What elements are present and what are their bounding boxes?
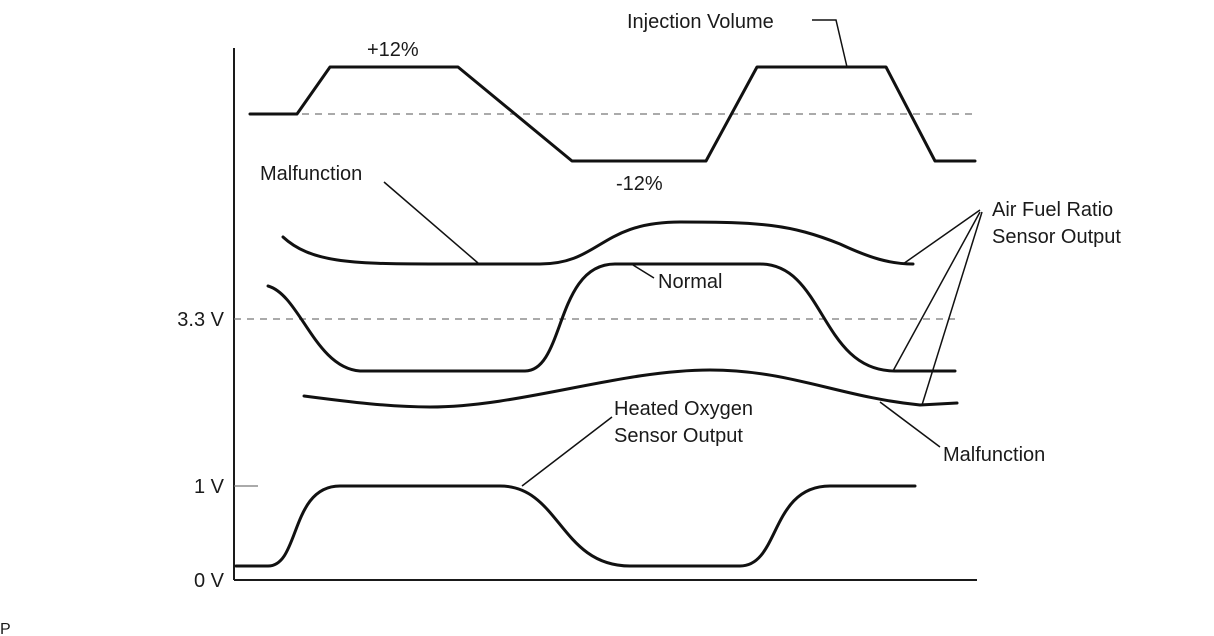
leader-afr-1 — [902, 209, 981, 265]
label-afr-line1: Air Fuel Ratio — [992, 199, 1113, 221]
label-normal: Normal — [658, 271, 722, 293]
label-heated-oxygen-line1: Heated Oxygen — [614, 398, 753, 420]
corner-letter: P — [0, 621, 11, 636]
injection-volume-waveform — [248, 65, 977, 163]
label-1v: 1 V — [194, 476, 225, 498]
leader-afr-3 — [921, 211, 983, 406]
label-3-3v: 3.3 V — [177, 309, 224, 331]
leader-heated-oxygen — [521, 416, 613, 487]
afr-malfunction-upper-waveform — [281, 220, 915, 266]
afr-malfunction-lower-waveform — [302, 368, 959, 409]
label-injection-volume: Injection Volume — [627, 11, 774, 33]
leader-normal — [632, 264, 655, 279]
afr-normal-waveform — [266, 262, 957, 373]
leader-malfunction-lower — [879, 401, 941, 448]
heated-oxygen-sensor-waveform — [234, 484, 917, 568]
label-malfunction-lower: Malfunction — [943, 444, 1045, 466]
label-heated-oxygen-line2: Sensor Output — [614, 425, 743, 447]
label-0v: 0 V — [194, 570, 225, 592]
label-afr-line2: Sensor Output — [992, 226, 1121, 248]
label-minus-12: -12% — [616, 173, 663, 195]
leader-injection-volume — [812, 19, 848, 68]
leader-afr-2 — [892, 211, 981, 372]
label-malfunction-upper: Malfunction — [260, 163, 362, 185]
leader-malfunction-upper — [383, 181, 479, 264]
label-plus-12: +12% — [367, 39, 419, 61]
